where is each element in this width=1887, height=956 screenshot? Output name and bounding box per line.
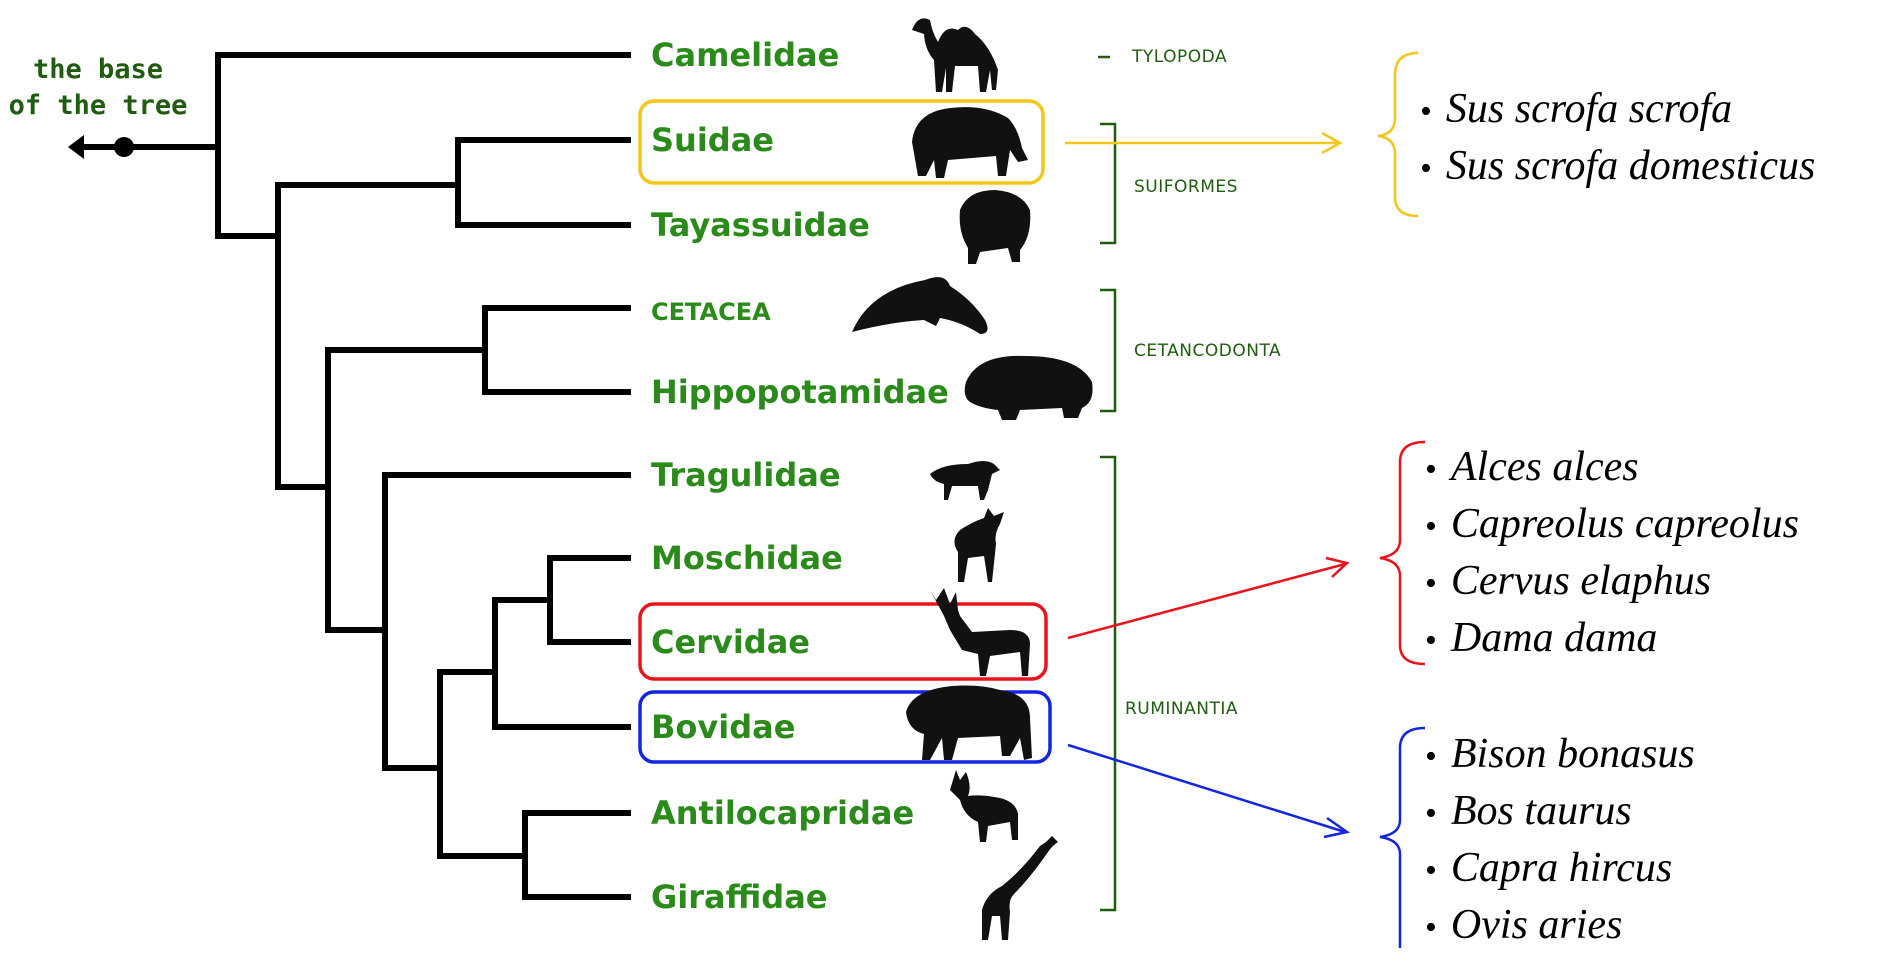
musk-deer-icon	[954, 508, 1004, 582]
species-item: Capreolus capreolus	[1425, 496, 1799, 553]
family-suidae: Suidae	[651, 124, 774, 156]
family-bovidae: Bovidae	[651, 711, 795, 743]
species-item: Bison bonasus	[1425, 726, 1695, 783]
suidae-arrow	[1065, 133, 1340, 153]
suidae-species-list: Sus scrofa scrofa Sus scrofa domesticus	[1420, 81, 1815, 195]
pronghorn-icon	[950, 770, 1018, 842]
group-cetancodonta: CETANCODONTA	[1134, 341, 1281, 361]
deer-icon	[930, 588, 1030, 676]
family-moschidae: Moschidae	[651, 542, 843, 574]
species-item: Alces alces	[1425, 439, 1799, 496]
family-giraffidae: Giraffidae	[651, 881, 828, 913]
camel-icon	[912, 18, 998, 92]
chevrotain-icon	[930, 461, 1000, 500]
species-item: Dama dama	[1425, 610, 1799, 667]
bovidae-species-list: Bison bonasus Bos taurus Capra hircus Ov…	[1425, 726, 1695, 954]
family-tayassuidae: Tayassuidae	[651, 209, 870, 241]
bison-icon	[906, 686, 1032, 761]
species-item: Sus scrofa scrofa	[1420, 81, 1815, 138]
cervidae-species-list: Alces alces Capreolus capreolus Cervus e…	[1425, 439, 1799, 667]
bovidae-brace	[1380, 728, 1425, 948]
family-cetacea: CETACEA	[651, 300, 771, 324]
root-arrow-icon	[68, 135, 84, 159]
species-item: Ovis aries	[1425, 897, 1695, 954]
peccary-icon	[960, 190, 1031, 264]
species-item: Cervus elaphus	[1425, 553, 1799, 610]
family-cervidae: Cervidae	[651, 626, 810, 658]
cervidae-arrow	[1068, 558, 1347, 638]
hippo-icon	[965, 356, 1093, 420]
giraffe-icon	[982, 836, 1058, 940]
group-suiformes: SUIFORMES	[1134, 177, 1238, 197]
cervidae-brace	[1380, 442, 1425, 664]
tree-branches	[80, 55, 628, 897]
boar-icon	[912, 107, 1028, 178]
species-item: Sus scrofa domesticus	[1420, 138, 1815, 195]
group-ruminantia: RUMINANTIA	[1125, 699, 1238, 719]
root-node-dot	[114, 137, 134, 157]
tree-base-label: the base of the tree	[8, 52, 188, 124]
group-brackets	[1098, 57, 1115, 910]
family-camelidae: Camelidae	[651, 39, 839, 71]
family-tragulidae: Tragulidae	[651, 459, 841, 491]
dolphin-icon	[852, 277, 988, 334]
species-item: Bos taurus	[1425, 783, 1695, 840]
group-tylopoda: TYLOPODA	[1132, 47, 1227, 67]
bovidae-arrow	[1068, 745, 1347, 837]
family-hippopotamidae: Hippopotamidae	[651, 376, 949, 408]
suidae-brace	[1378, 53, 1418, 216]
family-antilocapridae: Antilocapridae	[651, 797, 914, 829]
species-item: Capra hircus	[1425, 840, 1695, 897]
